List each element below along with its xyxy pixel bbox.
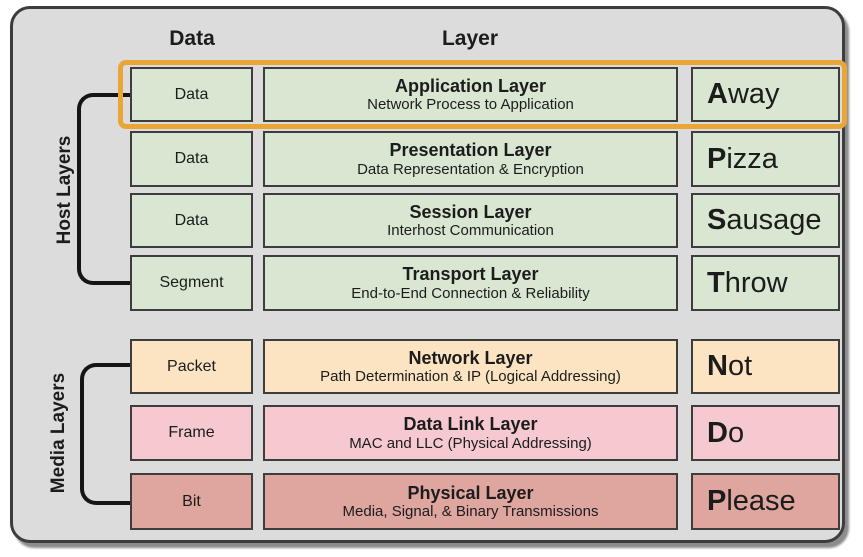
unit-box-presentation: Data — [130, 131, 253, 187]
layer-box-network: Network Layer Path Determination & IP (L… — [263, 339, 678, 394]
media-layers-label: Media Layers — [48, 372, 69, 494]
layer-box-application: Application Layer Network Process to App… — [263, 67, 678, 122]
unit-label: Frame — [168, 424, 215, 441]
unit-label: Bit — [182, 492, 201, 510]
media-layers-bracket — [80, 363, 131, 505]
layer-subtitle: End-to-End Connection & Reliability — [351, 284, 590, 302]
layer-subtitle: Network Process to Application — [367, 96, 574, 114]
column-header-data: Data — [169, 27, 215, 50]
mnemonic-first-letter: P — [707, 142, 727, 175]
layer-box-transport: Transport Layer End-to-End Connection & … — [263, 255, 678, 311]
mnemonic-rest: o — [727, 416, 745, 449]
unit-label: Segment — [159, 274, 224, 291]
unit-box-application: Data — [130, 67, 253, 122]
unit-box-transport: Segment — [130, 255, 253, 311]
mnemonic-rest: lease — [726, 485, 796, 517]
unit-label: Packet — [167, 357, 216, 375]
layer-box-datalink: Data Link Layer MAC and LLC (Physical Ad… — [263, 405, 678, 461]
mnemonic-rest: way — [727, 78, 780, 110]
mnemonic-rest: hrow — [724, 266, 788, 299]
unit-box-physical: Bit — [130, 473, 253, 530]
layer-box-physical: Physical Layer Media, Signal, & Binary T… — [263, 473, 678, 530]
unit-box-network: Packet — [130, 339, 253, 394]
mnemonic-first-letter: D — [707, 416, 728, 449]
mnemonic-first-letter: N — [707, 350, 728, 382]
mnemonic-first-letter: A — [707, 78, 728, 110]
unit-label: Data — [174, 85, 209, 103]
column-header-layer: Layer — [441, 27, 499, 50]
unit-label: Data — [174, 150, 209, 167]
mnemonic-rest: ausage — [726, 204, 822, 236]
mnemonic-rest: ot — [727, 350, 753, 382]
layer-subtitle: MAC and LLC (Physical Addressing) — [349, 434, 592, 452]
unit-label: Data — [174, 211, 209, 229]
layer-title: Data Link Layer — [403, 414, 538, 435]
layer-box-presentation: Presentation Layer Data Representation &… — [263, 131, 678, 187]
mnemonic-rest: izza — [726, 142, 778, 175]
layer-title: Application Layer — [394, 75, 547, 96]
layer-subtitle: Data Representation & Encryption — [357, 160, 584, 178]
mnemonic-first-letter: T — [707, 266, 725, 299]
layer-box-session: Session Layer Interhost Communication — [263, 193, 678, 248]
diagram-board: Data Layer Host Layers Media Layers Data… — [10, 6, 847, 543]
mnemonic-first-letter: S — [707, 204, 727, 236]
layer-subtitle: Path Determination & IP (Logical Address… — [320, 368, 621, 386]
host-layers-bracket — [77, 93, 131, 285]
host-layers-label: Host Layers — [54, 135, 75, 245]
layer-title: Session Layer — [409, 201, 532, 222]
layer-subtitle: Media, Signal, & Binary Transmissions — [342, 503, 599, 521]
layer-title: Network Layer — [408, 347, 533, 368]
unit-box-datalink: Frame — [130, 405, 253, 461]
layer-subtitle: Interhost Communication — [387, 222, 554, 240]
unit-box-session: Data — [130, 193, 253, 248]
layer-title: Transport Layer — [402, 264, 539, 285]
mnemonic-first-letter: P — [707, 485, 727, 517]
layer-title: Presentation Layer — [389, 140, 552, 161]
layer-title: Physical Layer — [407, 482, 534, 503]
